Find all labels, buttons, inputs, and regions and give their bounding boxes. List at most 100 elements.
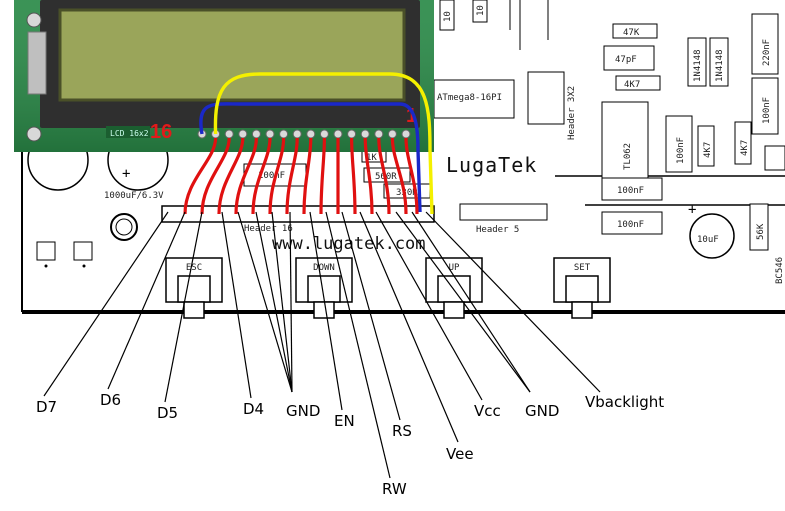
- wire-red: [390, 137, 408, 215]
- lcd-pin: [401, 129, 411, 139]
- pin-16-number: 16: [150, 121, 172, 143]
- svg-text:4K7: 4K7: [624, 80, 640, 90]
- push-buttons: ESC DOWN UP SET: [165, 257, 611, 319]
- svg-text:4K7: 4K7: [703, 142, 713, 158]
- mcu-label: ATmega8-16PI: [437, 93, 502, 103]
- pin-label-d6: D6: [100, 391, 121, 409]
- url-label: www.lugatek.com: [272, 234, 426, 254]
- wire-red: [302, 137, 313, 215]
- pin-label-d7: D7: [36, 398, 57, 416]
- leader-line: [411, 211, 531, 393]
- leader-line: [164, 211, 203, 403]
- wire-blue: [199, 102, 422, 213]
- leader-line: [341, 211, 401, 421]
- brand-label: LugaTek: [446, 153, 537, 177]
- top-resistors: 10 10: [439, 0, 549, 50]
- header-5: Header 5: [459, 203, 548, 235]
- svg-text:+: +: [688, 202, 696, 218]
- lcd-pin: [319, 129, 329, 139]
- button-down: DOWN: [295, 257, 353, 319]
- leader-line: [325, 211, 391, 479]
- button-esc: ESC: [165, 257, 223, 319]
- lcd-pin: [251, 129, 261, 139]
- cap-main-label: 1000uF/6.3V: [104, 191, 164, 201]
- pin-label-d4: D4: [243, 400, 264, 418]
- leader-line: [237, 211, 293, 393]
- opamp-label: TL062: [623, 143, 633, 170]
- leader-line: [289, 211, 293, 393]
- pin-label-gnd: GND: [525, 402, 559, 420]
- leds: [36, 241, 93, 268]
- lcd-pin: [265, 129, 275, 139]
- wire-red: [183, 137, 218, 215]
- leader-line: [43, 211, 169, 397]
- mcu-chip: ATmega8-16PI: [433, 79, 515, 119]
- pin-label-vcc: Vcc: [474, 402, 501, 420]
- header-3x2: Header 3X2: [527, 71, 577, 140]
- svg-text:1N4148: 1N4148: [715, 49, 725, 82]
- header16-label: Header 16: [244, 224, 293, 234]
- svg-text:100nF: 100nF: [676, 137, 686, 164]
- pin-label-gnd: GND: [286, 402, 320, 420]
- lcd-pin: [360, 129, 370, 139]
- leader-line: [107, 211, 186, 390]
- svg-text:10: 10: [476, 5, 486, 16]
- button-up: UP: [425, 257, 483, 319]
- svg-text:100nF: 100nF: [258, 171, 285, 181]
- leader-line: [425, 211, 601, 393]
- wire-red: [251, 137, 272, 215]
- button-label: SET: [574, 263, 591, 273]
- svg-text:47K: 47K: [623, 28, 640, 38]
- pin-leader-lines: [43, 211, 601, 479]
- svg-text:1K: 1K: [366, 153, 377, 163]
- wire-red: [234, 137, 258, 215]
- leader-line: [395, 211, 531, 393]
- cap-small-label: 10uF: [697, 235, 719, 245]
- lcd-pin: [347, 129, 357, 139]
- lcd-pin: [333, 129, 343, 139]
- lcd-pin: [306, 129, 316, 139]
- wire-red: [363, 137, 374, 215]
- header5-label: Header 5: [476, 225, 519, 235]
- wire-red: [268, 137, 286, 215]
- svg-text:220nF: 220nF: [762, 39, 772, 66]
- pin-1-number: 1: [406, 105, 417, 127]
- wire-bundle: [183, 72, 434, 215]
- right-parts: 47K 47pF 4K7 1N4148 1N4148 220nF 100nF T…: [601, 13, 785, 284]
- pin-label-rw: RW: [382, 480, 407, 498]
- leader-line: [271, 211, 293, 393]
- lcd-pcb-text: LCD 16x2: [110, 129, 149, 138]
- svg-text:100nF: 100nF: [762, 97, 772, 124]
- pin-label-vee: Vee: [446, 445, 474, 463]
- button-label: UP: [449, 263, 460, 273]
- wire-red: [285, 137, 299, 215]
- button-label: ESC: [186, 263, 202, 273]
- lcd-module: LCD 16x2: [14, 0, 434, 152]
- pin-label-vbacklight: Vbacklight: [585, 393, 664, 411]
- svg-text:47pF: 47pF: [615, 55, 637, 65]
- plus-sign: +: [122, 166, 130, 182]
- svg-text:10: 10: [443, 11, 453, 22]
- lcd-pin: [279, 129, 289, 139]
- svg-text:56K: 56K: [756, 223, 766, 240]
- svg-text:4K7: 4K7: [740, 140, 750, 156]
- wire-red: [319, 137, 326, 215]
- header3-label: Header 3X2: [567, 86, 577, 140]
- leader-line: [359, 211, 459, 443]
- lcd-pin: [224, 129, 234, 139]
- wire-red: [200, 137, 231, 215]
- leader-line: [221, 211, 252, 399]
- wire-red: [350, 137, 357, 215]
- pin-label-en: EN: [334, 412, 355, 430]
- lcd-pin: [292, 129, 302, 139]
- header-16: Header 16: [161, 205, 435, 234]
- lcd-pin: [387, 129, 397, 139]
- button-label: DOWN: [313, 263, 335, 273]
- button-set: SET: [553, 257, 611, 319]
- transistor-label: BC546: [775, 257, 785, 284]
- svg-text:100nF: 100nF: [617, 220, 644, 230]
- svg-text:330R: 330R: [396, 188, 418, 198]
- svg-text:1N4148: 1N4148: [693, 49, 703, 82]
- wire-red: [217, 137, 245, 215]
